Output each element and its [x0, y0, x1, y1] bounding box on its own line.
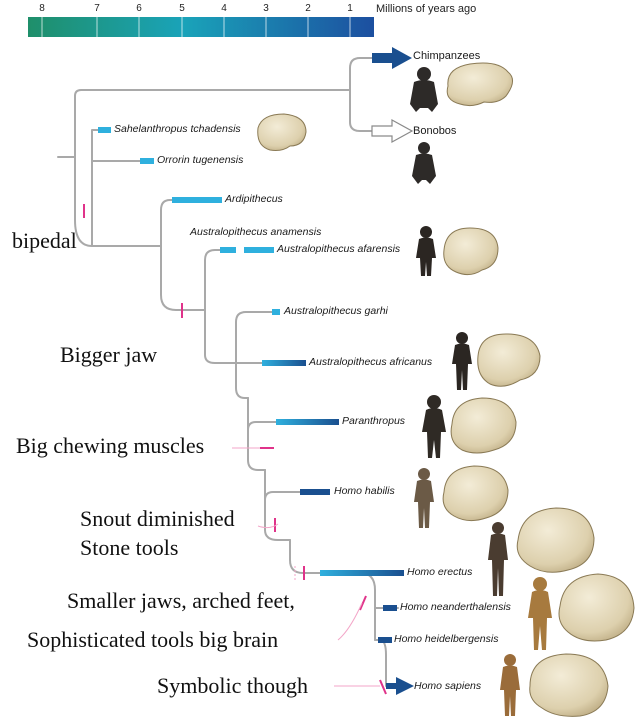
bonobo-figure-icon [412, 142, 436, 184]
paranthropus-label: Paranthropus [342, 415, 406, 427]
sapiens-label: Homo sapiens [414, 680, 482, 692]
symbolic-annotation: Symbolic though [157, 673, 308, 698]
afarensis-figure-icon [416, 226, 436, 276]
time-scale: 8 7 6 5 4 3 2 1 Millions of years ago [0, 0, 638, 44]
heidelbergensis-label: Homo heidelbergensis [394, 633, 499, 645]
neanderthalensis-skull-icon [558, 573, 635, 642]
bonobos-arrow [371, 118, 414, 144]
sapiens-arrow [386, 677, 414, 695]
trait-markers [83, 204, 387, 695]
chimpanzees-arrow [372, 47, 412, 69]
chewing-annotation: Big chewing muscles [16, 433, 205, 458]
paranthropus-figure-icon [422, 395, 446, 458]
tick-label: 5 [179, 3, 185, 14]
skull-icons [257, 62, 635, 717]
ardipithecus-label: Ardipithecus [225, 193, 283, 205]
smaller-jaws-leader [337, 602, 363, 641]
sahelanthropus-bar [98, 127, 111, 133]
garhi-bar [272, 309, 280, 315]
species-bars [98, 127, 414, 695]
orrorin-bar [140, 158, 154, 164]
bigger-jaw-annotation: Bigger jaw [60, 342, 158, 367]
heidelbergensis-bar [378, 637, 392, 643]
smaller-jaws-annotation: Smaller jaws, arched feet, [67, 588, 295, 613]
sahelanthropus-skull-icon [257, 113, 307, 151]
africanus-label: Australopithecus africanus [309, 356, 433, 368]
smaller-jaws-marker [359, 595, 367, 611]
snout-leader [257, 523, 279, 529]
figure-icons [410, 67, 552, 716]
sophisticated-annotation: Sophisticated tools big brain [27, 627, 279, 652]
scale-title: Millions of years ago [376, 3, 477, 15]
habilis-figure-icon [414, 468, 434, 528]
tick-label: 4 [221, 3, 227, 14]
afarensis-bar [244, 247, 274, 253]
tree-branches [57, 57, 399, 687]
bonobos-label: Bonobos [413, 125, 457, 137]
chimpanzees-label: Chimpanzees [413, 50, 481, 62]
sapiens-skull-icon [529, 653, 609, 717]
chimpanzee-figure-icon [410, 67, 438, 112]
time-scale-bar [28, 17, 374, 37]
neanderthalensis-figure-icon [528, 577, 552, 650]
ardipithecus-bar [172, 197, 222, 203]
erectus-bar [320, 570, 404, 576]
tick-label: 7 [94, 3, 100, 14]
orrorin-label: Orrorin tugenensis [157, 154, 244, 166]
symbolic-marker [379, 679, 387, 695]
neanderthalensis-label: Homo neanderthalensis [400, 601, 511, 613]
anamensis-bar [220, 247, 236, 253]
habilis-skull-icon [442, 465, 509, 522]
africanus-figure-icon [452, 332, 472, 390]
afarensis-skull-icon [443, 227, 499, 276]
garhi-label: Australopithecus garhi [284, 305, 388, 317]
habilis-bar [300, 489, 330, 495]
snout-annotation: Snout diminished [80, 506, 235, 531]
afarensis-label: Australopithecus afarensis [277, 243, 401, 255]
tick-label: 1 [347, 3, 353, 14]
habilis-label: Homo habilis [334, 485, 395, 497]
paranthropus-skull-icon [450, 397, 517, 454]
africanus-skull-icon [477, 333, 541, 387]
neanderthalensis-bar [383, 605, 397, 611]
erectus-label: Homo erectus [407, 566, 473, 578]
erectus-figure-icon [488, 522, 508, 596]
sapiens-figure-icon [500, 654, 520, 716]
chimpanzee-skull-icon [446, 62, 513, 107]
paranthropus-bar [276, 419, 339, 425]
bipedal-annotation: bipedal [12, 228, 77, 253]
sahelanthropus-label: Sahelanthropus tchadensis [114, 123, 241, 135]
africanus-bar [262, 360, 306, 366]
tick-label: 2 [305, 3, 311, 14]
tick-label: 8 [39, 3, 45, 14]
stone-tools-annotation: Stone tools [80, 535, 179, 560]
tick-label: 6 [136, 3, 142, 14]
erectus-skull-icon [516, 507, 595, 573]
tick-label: 3 [263, 3, 269, 14]
anamensis-label: Australopithecus anamensis [190, 226, 322, 238]
